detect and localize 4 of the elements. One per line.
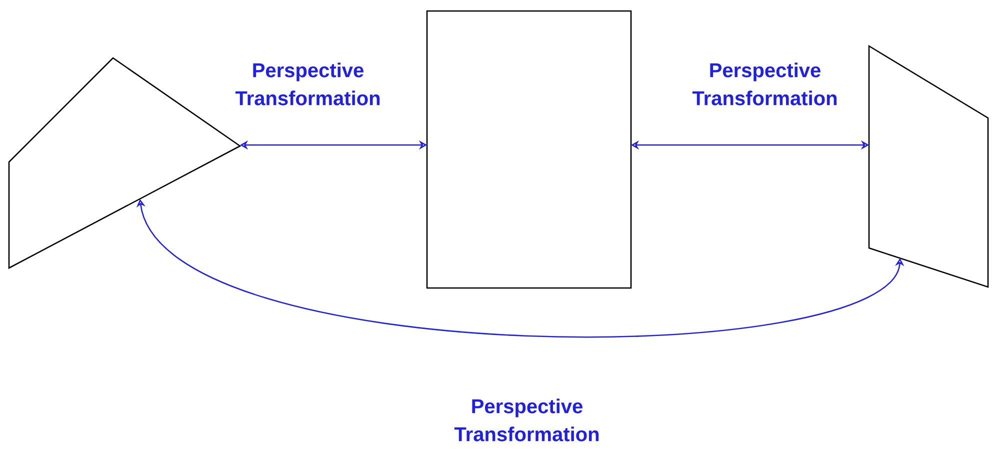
- edge-label: Perspective Transformation: [692, 62, 837, 106]
- edge-label: Perspective Transformation: [235, 62, 380, 106]
- rectangle-shape: [426, 10, 632, 289]
- edge-label: Perspective Transformation: [454, 398, 599, 442]
